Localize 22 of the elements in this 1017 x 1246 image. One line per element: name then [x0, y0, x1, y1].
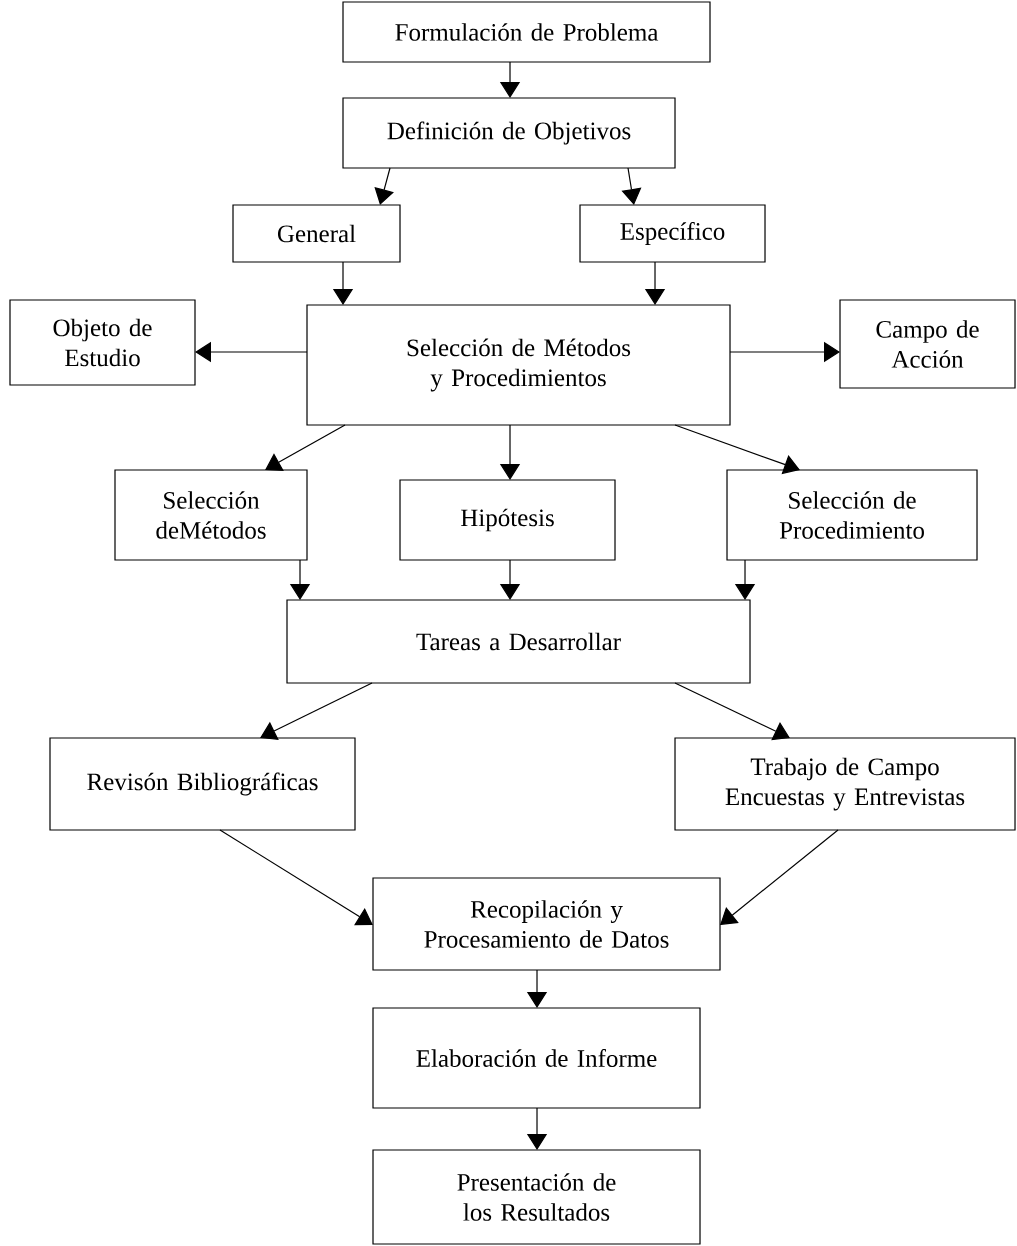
- process-box: Tareas a Desarrollar: [286, 599, 751, 684]
- arrow: [265, 424, 346, 471]
- process-box: Elaboración de Informe: [372, 1007, 701, 1109]
- process-box: Hipótesis: [399, 479, 616, 561]
- process-box: Presentación de los Resultados: [372, 1149, 701, 1245]
- process-box: Formulación de Problema: [342, 1, 711, 63]
- process-box: Selección deMétodos: [114, 469, 308, 561]
- process-box: Específico: [579, 204, 766, 263]
- process-box: Trabajo de Campo Encuestas y Entrevistas: [674, 737, 1016, 831]
- arrow: [260, 682, 373, 741]
- arrow: [674, 682, 790, 741]
- process-box: General: [232, 204, 401, 263]
- process-box: Objeto de Estudio: [9, 299, 196, 386]
- process-box: Selección de Procedimiento: [726, 469, 978, 561]
- arrow: [720, 829, 839, 925]
- process-box: Selección de Métodos y Procedimientos: [306, 304, 731, 426]
- process-box: Revisón Bibliográficas: [49, 737, 356, 831]
- arrow: [219, 829, 373, 926]
- process-box: Campo de Acción: [839, 299, 1016, 389]
- arrow: [374, 167, 394, 205]
- process-box: Recopilación y Procesamiento de Datos: [372, 877, 721, 971]
- process-box: Definición de Objetivos: [342, 97, 676, 169]
